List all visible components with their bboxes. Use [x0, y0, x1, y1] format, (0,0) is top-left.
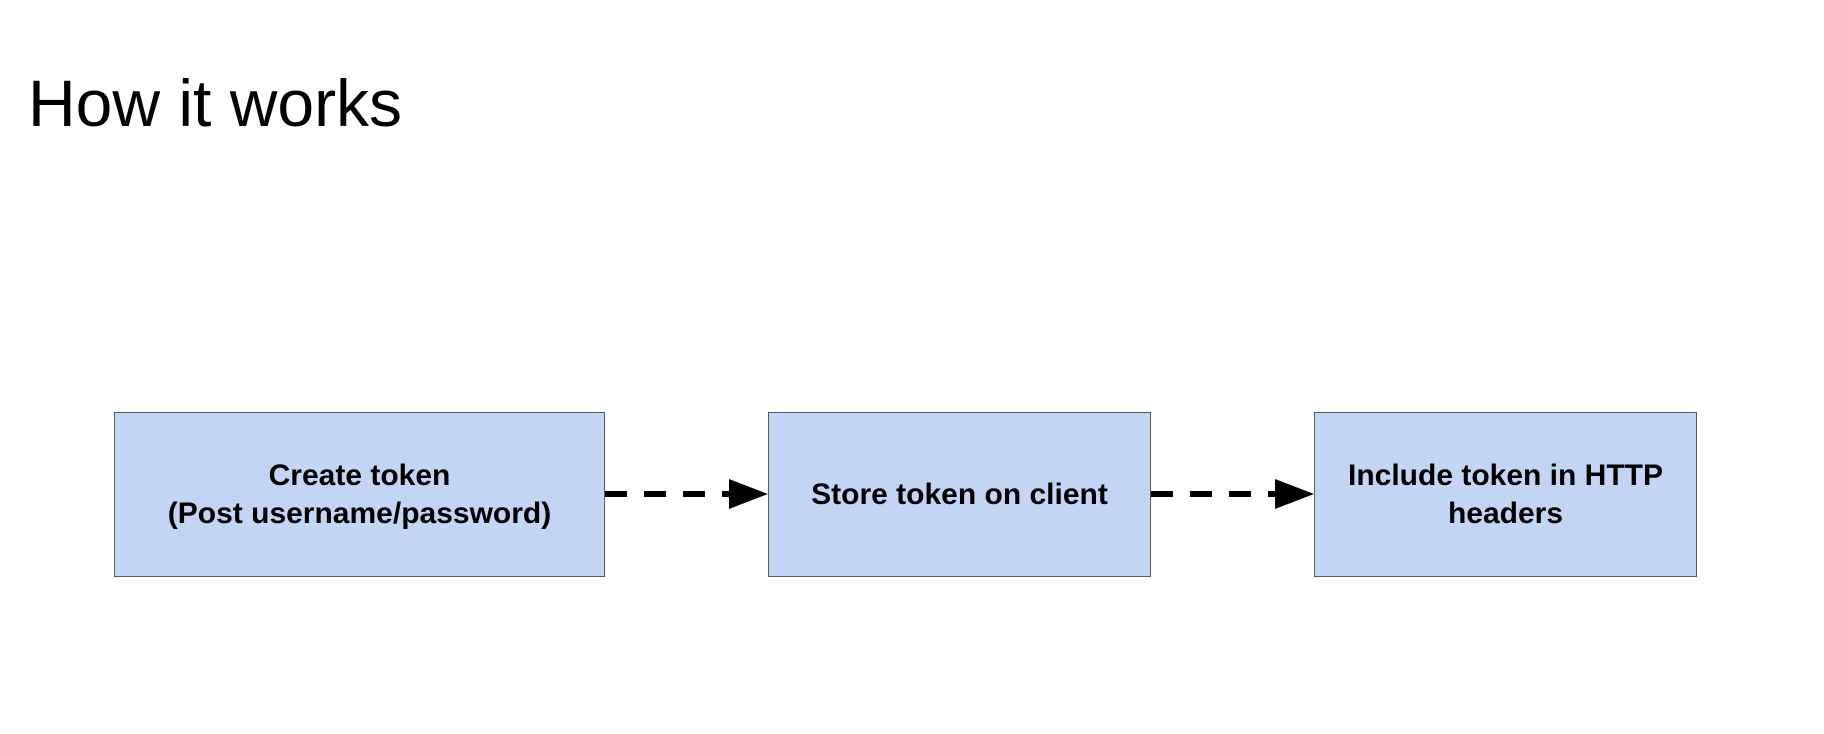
step-label-line: (Post username/password) — [167, 496, 552, 530]
step-label-line: headers — [1447, 496, 1564, 530]
step-label: Create token (Post username/password) — [168, 457, 551, 533]
step-create-token: Create token (Post username/password) — [114, 412, 605, 577]
step-label-line: Store token on client — [811, 477, 1108, 511]
arrowhead-icon — [1275, 479, 1314, 509]
arrow-create-to-store — [605, 479, 768, 509]
step-label: Store token on client — [811, 476, 1108, 514]
slide-title: How it works — [28, 66, 403, 140]
step-label: Include token in HTTP headers — [1348, 457, 1663, 533]
step-label-line: Include token in HTTP — [1347, 458, 1663, 492]
step-label-line: Create token — [268, 458, 451, 492]
step-store-token: Store token on client — [768, 412, 1151, 577]
step-include-token: Include token in HTTP headers — [1314, 412, 1697, 577]
arrow-store-to-include — [1151, 479, 1314, 509]
arrowhead-icon — [729, 479, 768, 509]
